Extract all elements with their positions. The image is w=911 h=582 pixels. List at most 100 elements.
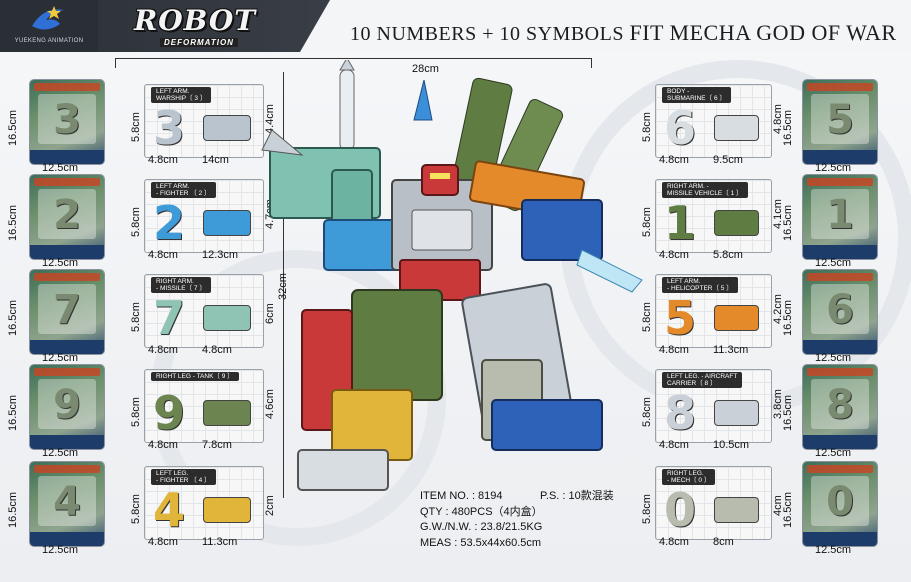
- package-box: 5: [803, 80, 877, 164]
- package-tag: [807, 273, 873, 281]
- part-vehicle: [203, 210, 251, 236]
- overall-width-label: 28cm: [412, 63, 439, 75]
- part-vehicle: [714, 305, 759, 331]
- package-box: 6: [803, 270, 877, 354]
- part-digit: 6: [664, 101, 697, 155]
- digit-width-label: 4.8cm: [659, 536, 689, 548]
- vehicle-height-label: 3.8cm: [772, 389, 784, 419]
- part-digit: 8: [664, 386, 697, 440]
- package-window: [811, 94, 869, 144]
- vehicle-width-label: 7.8cm: [202, 439, 232, 451]
- part-label: LEFT ARM. - FIGHTER 〔 2 〕: [151, 182, 216, 198]
- part-label: LEFT LEG. - FIGHTER 〔 4 〕: [151, 469, 216, 485]
- digit-width-label: 4.8cm: [659, 439, 689, 451]
- overall-width-line: [115, 58, 591, 59]
- part-label: LEFT ARM. - HELICOPTER〔 5 〕: [662, 277, 738, 293]
- package-height-label: 16.5cm: [7, 299, 19, 336]
- package-height-label: 16.5cm: [7, 394, 19, 431]
- part-card: LEFT LEG. - AIRCRAFT CARRIER〔 8 〕8: [655, 369, 772, 443]
- digit-width-label: 4.8cm: [148, 536, 178, 548]
- head: [421, 164, 459, 196]
- vehicle-width-label: 14cm: [202, 154, 229, 166]
- package-digit: 5: [826, 97, 854, 143]
- part-vehicle: [714, 400, 759, 426]
- tick: [115, 58, 116, 68]
- package-digit: 3: [53, 97, 81, 143]
- headline-big: FIT MECHA GOD OF WAR: [629, 20, 897, 45]
- part-digit: 7: [153, 291, 186, 345]
- package-box: 9: [30, 365, 104, 449]
- package-height-label: 16.5cm: [7, 204, 19, 241]
- ps-note: P.S. : 10款混装: [540, 490, 614, 502]
- package-strip: [803, 245, 877, 259]
- package-digit: 6: [826, 287, 854, 333]
- part-label: LEFT LEG. - AIRCRAFT CARRIER〔 8 〕: [662, 372, 743, 388]
- package-digit: 8: [826, 382, 854, 428]
- part-digit: 2: [153, 196, 186, 250]
- package-tag: [34, 368, 100, 376]
- package-box: 2: [30, 175, 104, 259]
- package-tag: [807, 465, 873, 473]
- right-arm-blue: [521, 199, 603, 261]
- package-digit: 7: [53, 287, 81, 333]
- package-width-label: 12.5cm: [815, 162, 852, 174]
- package-tag: [807, 178, 873, 186]
- part-height-label: 5.8cm: [130, 302, 142, 332]
- missile-part: [339, 69, 355, 151]
- package-strip: [803, 435, 877, 449]
- part-height-label: 5.8cm: [130, 112, 142, 142]
- vehicle-width-label: 10.5cm: [713, 439, 750, 451]
- part-vehicle: [203, 497, 251, 523]
- package-box: 0: [803, 462, 877, 546]
- package-window: [38, 189, 96, 239]
- package-height-label: 16.5cm: [7, 109, 19, 146]
- package-box: 8: [803, 365, 877, 449]
- package-window: [38, 476, 96, 526]
- package-window: [811, 476, 869, 526]
- part-label: RIGHT LEG. - MECH〔 0 〕: [662, 469, 716, 485]
- package-width-label: 12.5cm: [815, 352, 852, 364]
- package-window: [811, 189, 869, 239]
- part-card: LEFT LEG. - FIGHTER 〔 4 〕4: [144, 466, 264, 540]
- package-width-label: 12.5cm: [815, 544, 852, 556]
- product-info: ITEM NO. : 8194 P.S. : 10款混装 QTY : 480PC…: [420, 489, 614, 551]
- part-digit: 1: [664, 196, 697, 250]
- vehicle-height-label: 4.2cm: [772, 294, 784, 324]
- package-tag: [34, 273, 100, 281]
- digit-width-label: 4.8cm: [148, 344, 178, 356]
- part-card: RIGHT LEG - TANK〔 9 〕9: [144, 369, 264, 443]
- part-height-label: 5.8cm: [130, 207, 142, 237]
- part-card: LEFT ARM. - FIGHTER 〔 2 〕2: [144, 179, 264, 253]
- package-digit: 4: [53, 479, 81, 525]
- package-tag: [807, 83, 873, 91]
- package-digit: 9: [53, 382, 81, 428]
- combined-robot-image: [261, 60, 643, 491]
- vehicle-width-label: 9.5cm: [713, 154, 743, 166]
- part-vehicle: [203, 115, 251, 141]
- digit-width-label: 4.8cm: [659, 249, 689, 261]
- package-height-label: 16.5cm: [7, 491, 19, 528]
- vehicle-width-label: 4.8cm: [202, 344, 232, 356]
- brand-title: ROBOT: [134, 4, 257, 37]
- part-digit: 9: [153, 386, 186, 440]
- part-vehicle: [203, 400, 251, 426]
- fin: [413, 79, 433, 121]
- part-label: RIGHT ARM. - MISSILE〔 7 〕: [151, 277, 211, 293]
- part-card: RIGHT ARM. - MISSILE〔 7 〕7: [144, 274, 264, 348]
- header-band-light: [300, 0, 911, 52]
- digit-width-label: 4.8cm: [148, 439, 178, 451]
- vehicle-width-label: 11.3cm: [202, 536, 238, 548]
- company-logo: YUEKENG ANIMATION: [0, 0, 98, 52]
- digit-width-label: 4.8cm: [148, 154, 178, 166]
- package-width-label: 12.5cm: [42, 544, 79, 556]
- brand-subtitle: DEFORMATION: [160, 38, 238, 47]
- measurement: MEAS : 53.5x44x60.5cm: [420, 536, 542, 549]
- package-box: 4: [30, 462, 104, 546]
- package-digit: 0: [826, 479, 854, 525]
- weight: G.W./N.W. : 23.8/21.5KG: [420, 521, 543, 533]
- part-digit: 4: [153, 483, 186, 537]
- part-vehicle: [714, 115, 759, 141]
- package-window: [38, 94, 96, 144]
- package-strip: [30, 340, 104, 354]
